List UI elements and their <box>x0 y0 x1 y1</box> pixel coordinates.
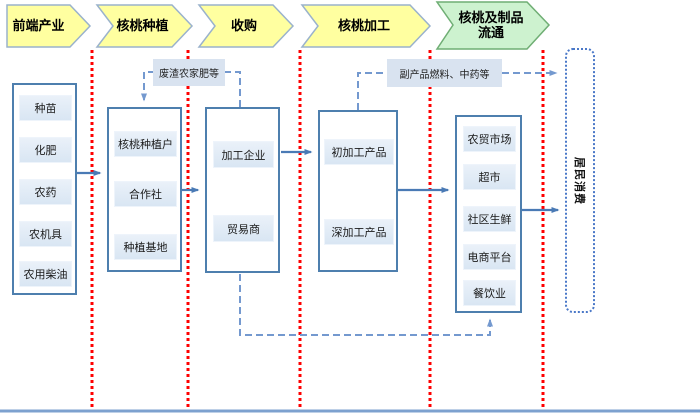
planting-item-base: 种植基地 <box>114 234 177 260</box>
resident-consumption-label: 居民消费 <box>573 156 585 205</box>
resident-consumption-box: 居民消费 <box>565 48 595 313</box>
upstream-item-diesel: 农用柴油 <box>19 261 72 287</box>
planting-item-growers: 核桃种植户 <box>114 131 177 157</box>
upstream-item-seedling: 种苗 <box>19 95 72 121</box>
connector-product-to-byproduct-label <box>357 72 385 110</box>
connector-trader-to-catering-loop <box>239 241 493 336</box>
connector-processor-to-waste-label <box>225 71 241 107</box>
upstream-item-fertilizer: 化肥 <box>19 137 72 163</box>
waste-fertilizer-label: 废渣农家肥等 <box>153 59 225 86</box>
distribution-item-farmers-market: 农贸市场 <box>463 126 516 152</box>
distribution-item-ecommerce: 电商平台 <box>463 244 516 270</box>
processing-item-primary: 初加工产品 <box>324 139 394 165</box>
processing-item-deep: 深加工产品 <box>324 219 394 245</box>
purchase-item-trader: 贸易商 <box>213 215 274 242</box>
purchase-item-processor: 加工企业 <box>213 141 274 168</box>
byproduct-label: 副产品燃料、中药等 <box>387 59 502 87</box>
purchase-group: 加工企业 贸易商 <box>205 107 280 273</box>
stage-arrow-1 <box>6 4 92 48</box>
stage-upstream-industry: 前端产业 <box>12 17 65 33</box>
section-divider-lines <box>90 50 545 410</box>
upstream-supplies-group: 种苗 化肥 农药 农机具 农用柴油 <box>12 83 77 295</box>
distribution-item-catering: 餐饮业 <box>463 280 516 306</box>
stage-arrow-shapes <box>6 1 551 50</box>
upstream-item-machinery: 农机具 <box>19 221 72 247</box>
distribution-item-community-fresh: 社区生鲜 <box>463 206 516 232</box>
stage-product-distribution: 核桃及制品流通 <box>458 9 524 40</box>
planting-item-cooperative: 合作社 <box>114 181 177 207</box>
stage-arrow-3 <box>197 4 295 48</box>
stage-arrow-4 <box>300 4 432 48</box>
planting-group: 核桃种植户 合作社 种植基地 <box>107 107 182 272</box>
connector-waste-label-to-planting <box>141 71 155 102</box>
upstream-item-pesticide: 农药 <box>19 179 72 205</box>
stage-walnut-processing: 核桃加工 <box>337 17 390 33</box>
distribution-item-supermarket: 超市 <box>463 164 516 190</box>
stage-walnut-planting: 核桃种植 <box>116 17 169 33</box>
stage-arrow-2 <box>95 4 194 48</box>
stage-purchase: 收购 <box>230 17 257 33</box>
flow-arrows <box>77 149 560 213</box>
processing-group: 初加工产品 深加工产品 <box>318 110 398 272</box>
distribution-group: 农贸市场 超市 社区生鲜 电商平台 餐饮业 <box>455 115 522 313</box>
stage-arrow-5 <box>435 1 551 50</box>
